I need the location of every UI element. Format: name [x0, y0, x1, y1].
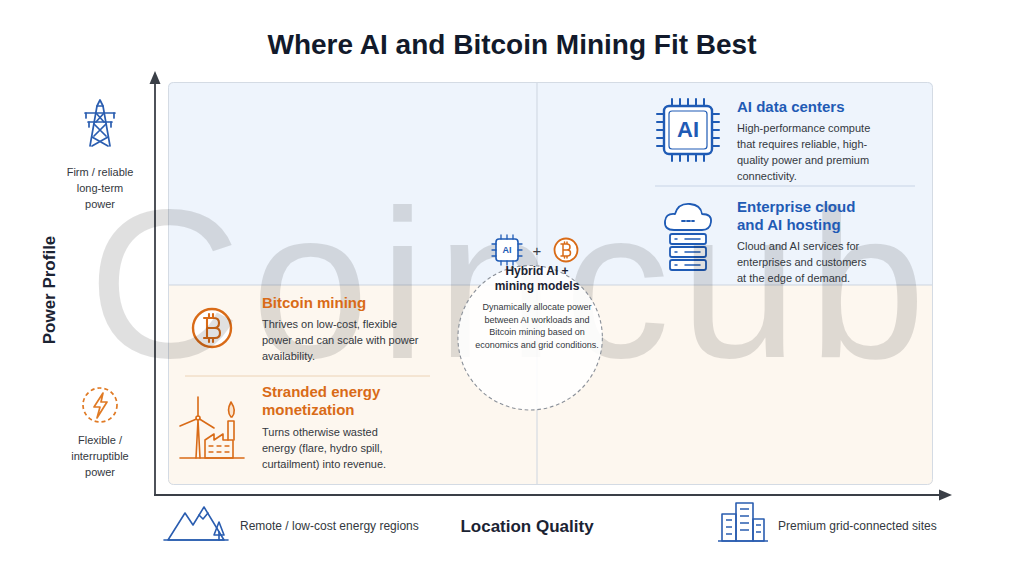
- chip-pins: [657, 99, 719, 161]
- turbine-tower: [196, 420, 200, 458]
- axis-end-label: Remote / low-cost energy regions: [240, 519, 419, 533]
- ground-line: [718, 540, 768, 542]
- tower-insulators: [86, 113, 114, 127]
- building: [753, 519, 764, 541]
- tower-top: [97, 100, 103, 106]
- lightning-bolt: [94, 393, 107, 418]
- x-axis: [154, 494, 940, 496]
- mountains-icon: [164, 507, 228, 540]
- city-buildings-icon: [718, 503, 768, 541]
- item-heading: AI data centers: [737, 98, 845, 116]
- axis-title: Power Profile: [40, 236, 60, 345]
- item-description: Dynamically allocate power between AI wo…: [473, 301, 601, 351]
- mountain-snow: [199, 513, 208, 519]
- axis-end-label: Flexible / interruptible power: [59, 432, 141, 480]
- chip-text: AI: [677, 117, 699, 143]
- axis-arrowhead: [150, 71, 161, 84]
- item-description: Cloud and AI services for enterprises an…: [737, 238, 877, 286]
- tower-legs: [90, 106, 110, 146]
- item-heading: Bitcoin mining: [262, 294, 366, 312]
- item-heading: Hybrid AI + mining models: [487, 264, 587, 294]
- quadrant-item: Enterprise cloud and AI hostingCloud and…: [737, 198, 912, 282]
- axis-end-label: Firm / reliable long-term power: [63, 164, 137, 212]
- chip-body: [664, 106, 712, 154]
- turbine-blades: [180, 397, 214, 428]
- axis-title: Location Quality: [460, 517, 593, 537]
- chip-text: AI: [503, 245, 512, 255]
- axis-end-label: Premium grid-connected sites: [778, 519, 937, 533]
- item-heading: Enterprise cloud and AI hosting: [737, 198, 877, 234]
- quadrant-item: Bitcoin miningThrives on low-cost, flexi…: [262, 294, 437, 366]
- chimney: [228, 421, 234, 440]
- factory-windows: [209, 446, 229, 452]
- ground-line: [164, 539, 228, 541]
- ground-line: [180, 457, 244, 459]
- axis-arrowhead: [939, 490, 952, 501]
- item-heading: Stranded energy monetization: [262, 383, 412, 419]
- transmission-tower-icon: [85, 100, 115, 146]
- tower-bracing: [92, 113, 108, 146]
- plus-sign: +: [533, 242, 542, 259]
- flare-flame: [229, 402, 235, 417]
- flexible-power-icon: [83, 388, 117, 422]
- stranded-energy-icon: [180, 397, 244, 458]
- mountain-outline: [168, 507, 224, 540]
- quadrant-item: AI data centersHigh-performance compute …: [737, 98, 912, 182]
- item-description: Turns otherwise wasted energy (flare, hy…: [262, 424, 407, 472]
- tree: [214, 522, 224, 540]
- building-windows: [726, 509, 761, 534]
- dashed-ring: [83, 388, 117, 422]
- item-description: High-performance compute that requires r…: [737, 120, 883, 184]
- quadrant-item: Stranded energy monetizationTurns otherw…: [262, 383, 437, 473]
- ai-chip-icon: [657, 99, 719, 161]
- chip-inner: [669, 111, 707, 149]
- item-description: Thrives on low-cost, flexible power and …: [262, 316, 422, 364]
- diagram-title: Where AI and Bitcoin Mining Fit Best: [268, 29, 757, 61]
